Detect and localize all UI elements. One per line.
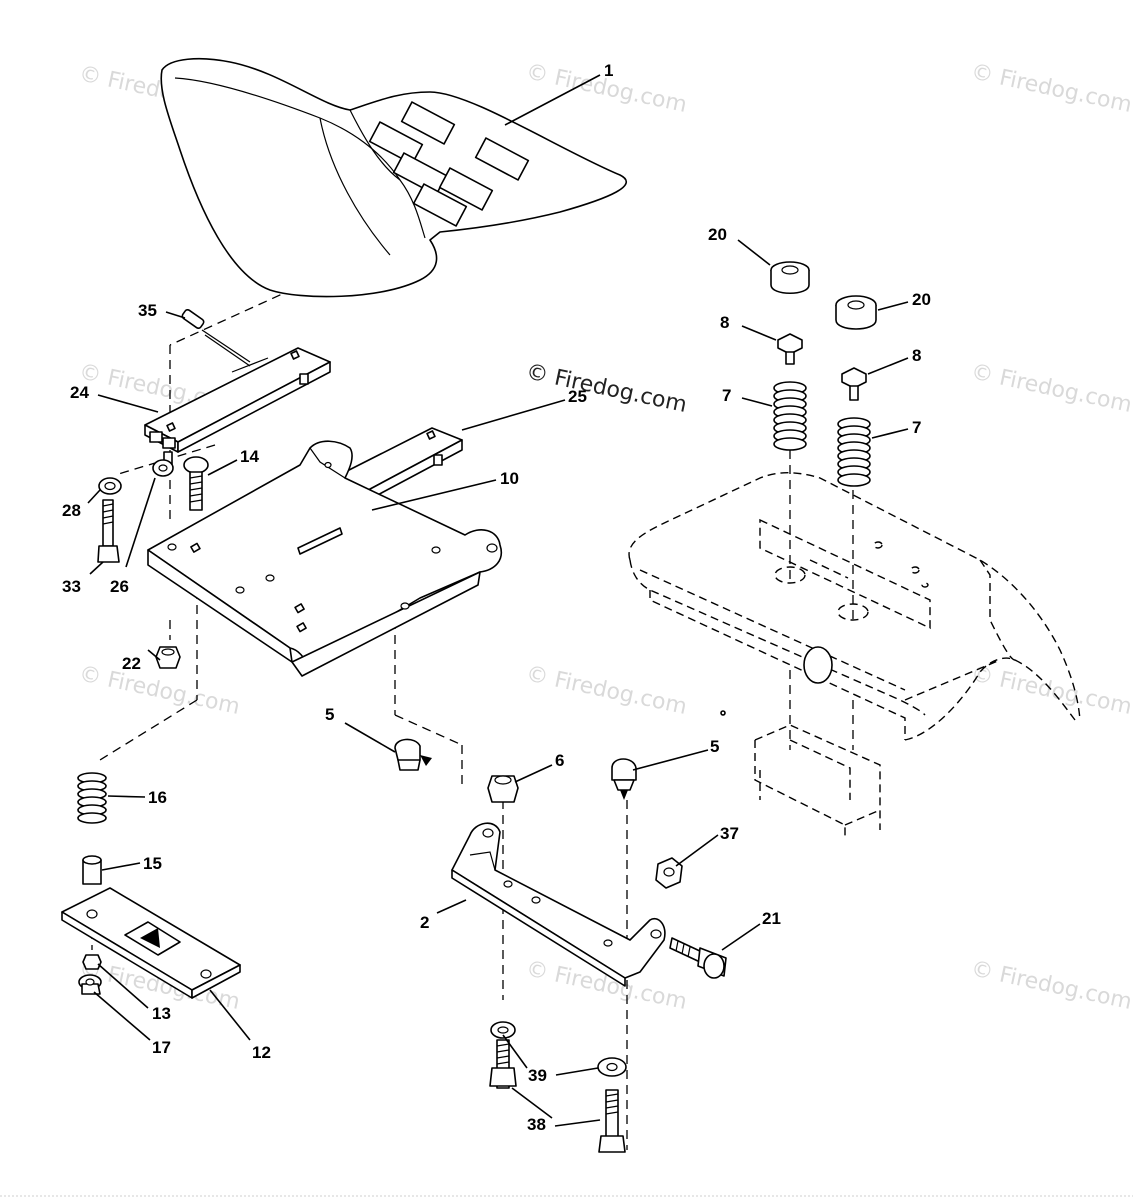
lock-washer-part bbox=[98, 477, 122, 495]
compression-spring-part bbox=[77, 772, 107, 824]
callout-8: 8 bbox=[720, 313, 729, 332]
spacer-part bbox=[770, 261, 810, 295]
compression-spring-part bbox=[773, 381, 807, 451]
cable-clip-part bbox=[394, 738, 432, 771]
callout-33: 33 bbox=[62, 577, 81, 596]
callout-38: 38 bbox=[527, 1115, 546, 1134]
callout-22: 22 bbox=[122, 654, 141, 673]
callout-37: 37 bbox=[720, 824, 739, 843]
callout-6: 6 bbox=[555, 751, 564, 770]
leader-lines bbox=[87, 74, 909, 1127]
spacer-part bbox=[835, 295, 877, 330]
callout-26: 26 bbox=[110, 577, 129, 596]
callout-10: 10 bbox=[500, 469, 519, 488]
hex-bolt-part bbox=[598, 1089, 626, 1153]
shoulder-bolt-part bbox=[669, 937, 727, 979]
fender-reference-outline bbox=[628, 472, 1081, 840]
watermark: © Firedog.com bbox=[524, 661, 689, 719]
callout-15: 15 bbox=[143, 854, 162, 873]
callout-35: 35 bbox=[138, 301, 157, 320]
callout-20: 20 bbox=[708, 225, 727, 244]
seat-part bbox=[160, 57, 627, 298]
flat-washer-part bbox=[597, 1057, 627, 1077]
shoulder-bolt-part bbox=[777, 333, 803, 365]
callout-16: 16 bbox=[148, 788, 167, 807]
hex-bolt-part bbox=[489, 1039, 517, 1089]
callout-25: 25 bbox=[568, 387, 587, 406]
nut-part bbox=[82, 954, 102, 970]
callout-1: 1 bbox=[604, 61, 613, 80]
watermark: © Firedog.com bbox=[524, 359, 689, 417]
compression-spring-part bbox=[837, 417, 871, 487]
seat-switch-part bbox=[181, 308, 251, 367]
callout-20: 20 bbox=[912, 290, 931, 309]
hex-nut-part bbox=[655, 857, 683, 889]
callout-14: 14 bbox=[240, 447, 259, 466]
callout-labels: 1 35 24 25 14 10 28 26 33 22 5 6 5 16 15… bbox=[62, 61, 931, 1134]
flat-washer-part bbox=[152, 459, 174, 477]
callout-13: 13 bbox=[152, 1004, 171, 1023]
left-seat-rail-part bbox=[144, 347, 331, 465]
shoulder-bolt-part bbox=[841, 367, 867, 401]
watermark: © Firedog.com bbox=[969, 59, 1133, 117]
spacer-part bbox=[82, 855, 102, 885]
callout-5: 5 bbox=[710, 737, 719, 756]
callout-24: 24 bbox=[70, 383, 89, 402]
carriage-bolt-part bbox=[183, 456, 209, 511]
seat-pan-part bbox=[147, 440, 502, 677]
hex-bolt-part bbox=[97, 499, 120, 563]
lower-bracket-part bbox=[61, 887, 241, 999]
callout-17: 17 bbox=[152, 1038, 171, 1057]
callout-21: 21 bbox=[762, 909, 781, 928]
watermark: © Firedog.com bbox=[969, 956, 1133, 1014]
callout-12: 12 bbox=[252, 1043, 271, 1062]
cable-clip-part bbox=[611, 758, 637, 800]
watermark: © Firedog.com bbox=[969, 359, 1133, 417]
callout-7: 7 bbox=[912, 418, 921, 437]
callout-2: 2 bbox=[420, 913, 429, 932]
callout-8: 8 bbox=[912, 346, 921, 365]
seat-pivot-bracket-part bbox=[451, 822, 666, 987]
watermark: © Firedog.com bbox=[969, 661, 1133, 719]
callout-7: 7 bbox=[722, 386, 731, 405]
flat-washer-part bbox=[490, 1021, 516, 1039]
callout-28: 28 bbox=[62, 501, 81, 520]
hex-nut-part bbox=[155, 646, 181, 669]
lock-nut-part bbox=[487, 775, 519, 803]
callout-39: 39 bbox=[528, 1066, 547, 1085]
flange-nut-part bbox=[78, 974, 102, 995]
watermark: © Firedog.com bbox=[77, 661, 242, 719]
callout-5: 5 bbox=[325, 705, 334, 724]
